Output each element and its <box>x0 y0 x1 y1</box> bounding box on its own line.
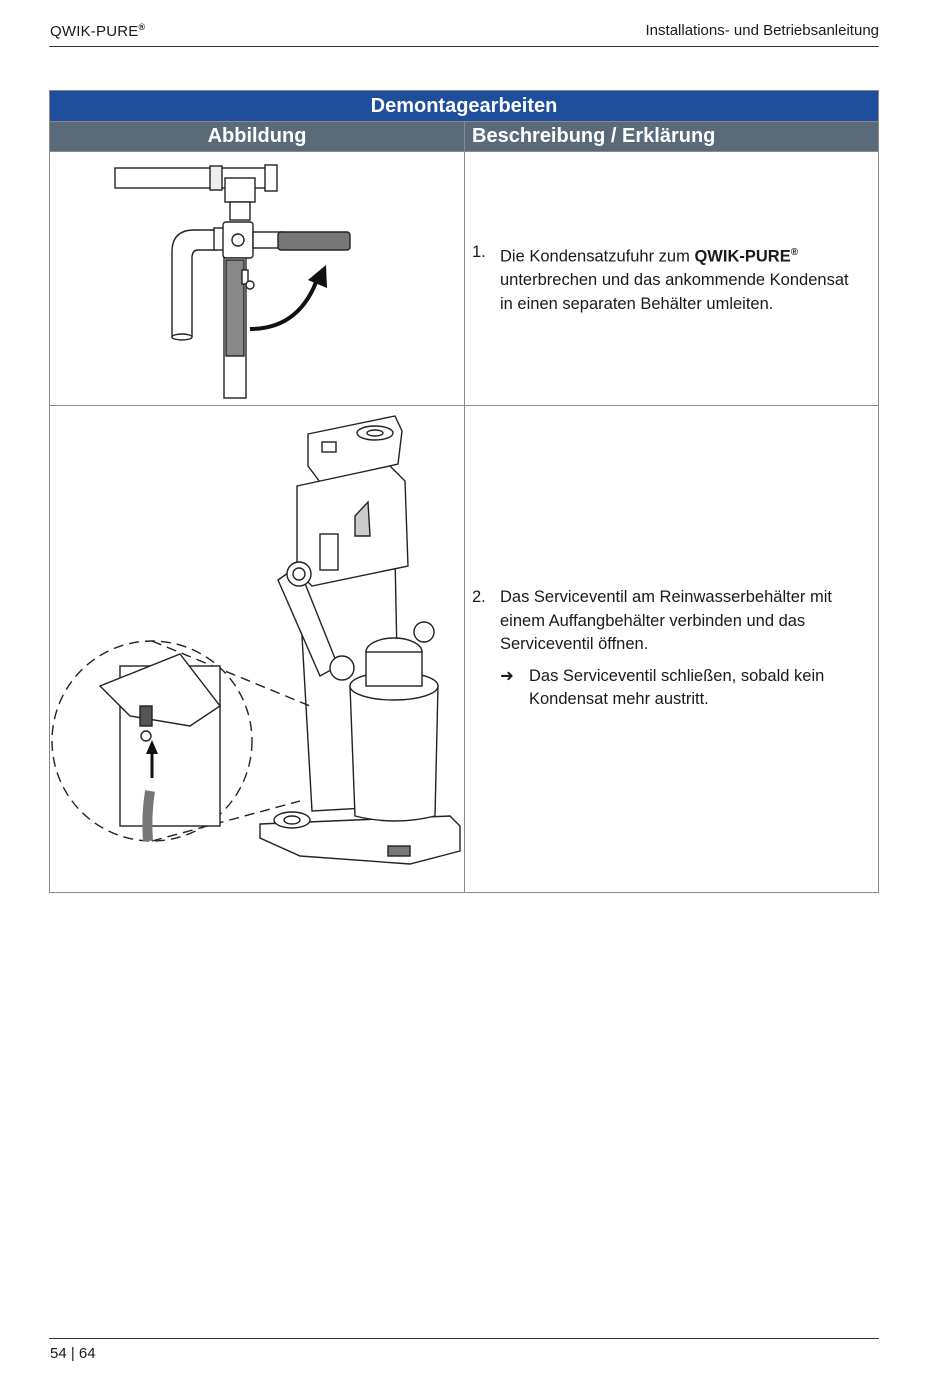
header-product: QWIK-PURE® <box>50 22 146 40</box>
column-header-description: Beschreibung / Erklärung <box>464 121 879 152</box>
column-header-figure: Abbildung <box>49 121 465 152</box>
header-doc-title: Installations- und Betriebsanleitung <box>645 22 879 39</box>
disassembly-table: Demontagearbeiten Abbildung Beschreibung… <box>49 90 879 893</box>
description-cell: 2. Das Serviceventil am Reinwasserbehält… <box>464 405 879 893</box>
footer-rule <box>49 1338 879 1339</box>
table-title: Demontagearbeiten <box>49 90 879 122</box>
figure-cell <box>49 405 465 893</box>
description-cell: 1. Die Kondensatzufuhr zum QWIK-PURE® un… <box>464 151 879 406</box>
step-number: 1. <box>472 243 486 261</box>
step-2-result: ➜ Das Serviceventil schließen, sobald ke… <box>465 665 878 712</box>
step-2: 2. Das Serviceventil am Reinwasserbehält… <box>465 586 878 657</box>
header-rule <box>49 46 879 47</box>
step-text: Die Kondensatzufuhr zum QWIK-PURE® unter… <box>500 247 849 313</box>
step-text: Das Serviceventil am Reinwasserbehälter … <box>500 588 832 654</box>
figure-cell <box>49 151 465 406</box>
qwik-pure-unit-service-valve-illustration <box>51 415 461 865</box>
arrow-right-icon: ➜ <box>500 666 514 685</box>
valve-shutoff-illustration <box>114 164 351 399</box>
step-1: 1. Die Kondensatzufuhr zum QWIK-PURE® un… <box>465 241 878 316</box>
result-text: Das Serviceventil schließen, sobald kein… <box>529 666 825 709</box>
table-row: 2. Das Serviceventil am Reinwasserbehält… <box>49 405 879 893</box>
step-number: 2. <box>472 588 486 607</box>
page-number: 54 | 64 <box>50 1345 96 1362</box>
table-row: 1. Die Kondensatzufuhr zum QWIK-PURE® un… <box>49 151 879 406</box>
